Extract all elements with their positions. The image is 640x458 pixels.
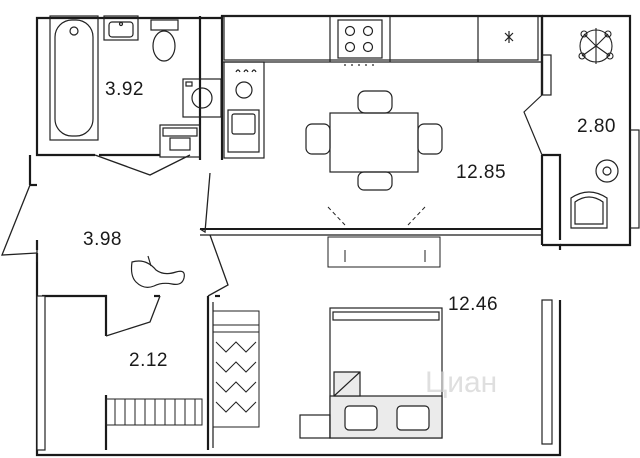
plant-icon bbox=[578, 28, 614, 64]
armchair-icon bbox=[570, 191, 608, 229]
bathroom-area-label: 3.92 bbox=[105, 79, 144, 100]
windows bbox=[36, 54, 640, 451]
ceiling-light bbox=[327, 206, 441, 268]
bed bbox=[299, 307, 443, 439]
storage-shelving bbox=[105, 398, 203, 426]
kitchen-drawer bbox=[159, 124, 201, 158]
balcony-table bbox=[595, 159, 619, 183]
kitchen-counter bbox=[222, 15, 542, 63]
wardrobe bbox=[212, 310, 260, 428]
dog-icon bbox=[130, 255, 185, 288]
hall-area-label: 3.98 bbox=[83, 229, 122, 250]
bedroom-area-label: 12.46 bbox=[448, 294, 498, 315]
watermark: Циан bbox=[425, 366, 497, 399]
dining-table bbox=[305, 90, 443, 191]
kitchen-sink bbox=[223, 61, 265, 159]
kitchen-area-label: 12.85 bbox=[456, 162, 506, 183]
storage-area-label: 2.12 bbox=[129, 350, 168, 371]
toilet bbox=[150, 19, 179, 62]
washing-machine bbox=[182, 78, 222, 118]
sink bbox=[103, 15, 139, 41]
balcony-area-label: 2.80 bbox=[577, 116, 616, 137]
bathtub bbox=[49, 15, 99, 141]
balcony-door bbox=[523, 94, 543, 156]
fridge-icon bbox=[504, 31, 514, 43]
stove-icon bbox=[337, 19, 383, 66]
hall-doors bbox=[1, 154, 229, 337]
